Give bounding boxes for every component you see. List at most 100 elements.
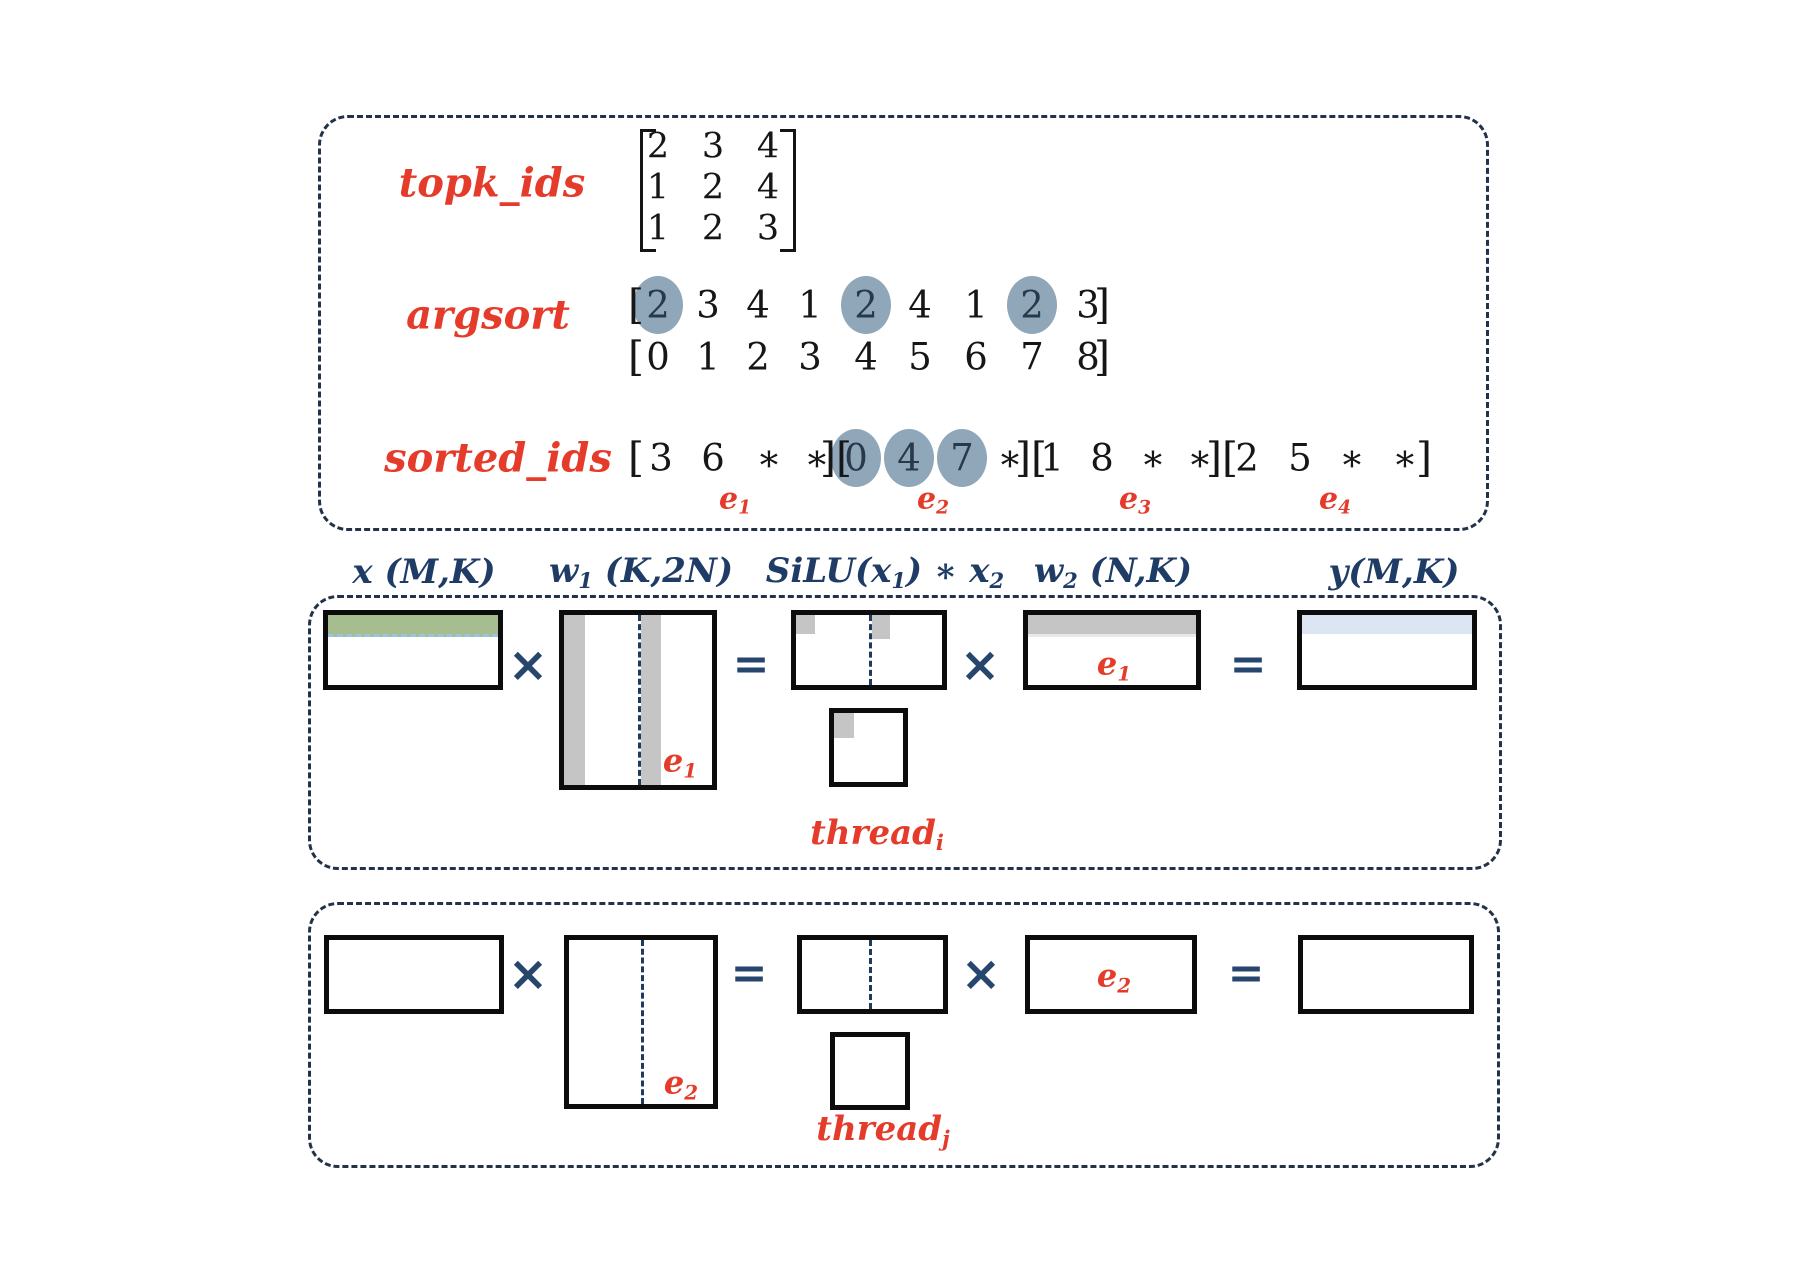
w1-weight-rect: e1 [559, 610, 717, 790]
argsort-value: 4 [746, 283, 770, 327]
group-bracket: ][ [1206, 433, 1238, 482]
highlight-circle [831, 429, 881, 487]
equals-operator-4: = [1227, 948, 1265, 999]
sorted-id-value: ∗ [1187, 436, 1213, 480]
argsort-index: 1 [696, 335, 720, 379]
open-bracket: [ [628, 433, 644, 482]
argsort-value: 4 [908, 283, 932, 327]
argsort-value: 2 [646, 283, 670, 327]
header-x: x (M,K) [352, 552, 496, 592]
equals-operator-3: = [730, 948, 768, 999]
sorted-id-value: 4 [897, 436, 921, 480]
argsort-label: argsort [406, 291, 570, 339]
header-silu: SiLU(x1) ∗ x2 [765, 551, 1005, 593]
sorted-id-value: ∗ [997, 436, 1023, 480]
times-operator-2: × [959, 637, 1001, 693]
thread-j-tile-square [830, 1032, 910, 1110]
sorted-id-value: 6 [701, 436, 725, 480]
sorted-id-value: ∗ [756, 436, 782, 480]
sorted-id-value: 3 [649, 436, 673, 480]
argsort-index: 7 [1020, 335, 1044, 379]
matrix-cell: 2 [701, 208, 725, 249]
argsort-index: 8 [1076, 335, 1100, 379]
sorted-id-value: ∗ [1140, 436, 1166, 480]
argsort-index: 3 [798, 335, 822, 379]
w2-expert-label: e1 [1096, 644, 1132, 686]
matrix-cell: 1 [646, 208, 670, 249]
thread-i-tile-notch [834, 713, 854, 738]
expert-label-e2: e2 [916, 481, 950, 519]
highlight-circle [633, 276, 683, 334]
open-bracket: [ [628, 280, 644, 329]
x-matrix-rect [323, 610, 503, 690]
matrix-cell: 4 [756, 126, 780, 167]
header-y: y(M,K) [1328, 552, 1460, 592]
matrix-cell: 3 [701, 126, 725, 167]
thread-i-label: threadi [810, 813, 944, 855]
matrix-cell: 3 [756, 208, 780, 249]
sorted-id-value: ∗ [1392, 436, 1418, 480]
close-bracket: ] [1094, 332, 1110, 381]
matrix-cell: 2 [646, 126, 670, 167]
thread-j-label: threadj [816, 1109, 950, 1151]
argsort-index: 5 [908, 335, 932, 379]
times-operator-3: × [507, 946, 549, 1002]
silu-computed-notch [796, 615, 815, 634]
w1-column-stripe-right [641, 615, 661, 785]
silu-computed-stripe [872, 615, 890, 639]
x-matrix-rect-2 [324, 935, 504, 1014]
highlight-circle [884, 429, 934, 487]
topk-ids-label: topk_ids [398, 159, 586, 207]
thread-j-panel-box [308, 902, 1500, 1168]
thread-i-panel-box [308, 595, 1502, 870]
sorted-id-value: 5 [1288, 436, 1312, 480]
y-output-rect-2 [1298, 935, 1474, 1014]
times-operator-4: × [960, 946, 1002, 1002]
matrix-left-bracket [640, 129, 656, 252]
y-row-block-highlight [1302, 615, 1472, 634]
sorted-ids-label: sorted_ids [384, 434, 612, 482]
argsort-index: 6 [964, 335, 988, 379]
expert-label-e3: e3 [1118, 481, 1152, 519]
w2-weight-rect-2: e2 [1025, 935, 1197, 1014]
matrix-cell: 1 [646, 167, 670, 208]
sorted-id-value: 0 [844, 436, 868, 480]
close-bracket: ] [1416, 433, 1432, 482]
open-bracket: [ [628, 332, 644, 381]
silu-center-divider-2 [869, 940, 872, 1009]
matrix-right-bracket [780, 129, 796, 252]
expert-label-e1: e1 [718, 481, 752, 519]
sort-panel-box [318, 115, 1489, 531]
highlight-circle [1007, 276, 1057, 334]
w1-weight-rect-2: e2 [564, 935, 718, 1109]
w2-weight-rect: e1 [1023, 610, 1201, 690]
argsort-index: 2 [746, 335, 770, 379]
w1-column-stripe-left [564, 615, 585, 785]
matrix-cell: 2 [701, 167, 725, 208]
expert-label-e4: e4 [1318, 481, 1352, 519]
w1-center-divider-2 [641, 940, 644, 1104]
argsort-value: 2 [854, 283, 878, 327]
x-row-block-highlight [328, 615, 498, 637]
close-bracket: ] [1094, 280, 1110, 329]
silu-result-rect [791, 610, 947, 690]
equals-operator-2: = [1229, 639, 1267, 690]
silu-result-rect-2 [797, 935, 948, 1014]
argsort-index: 0 [646, 335, 670, 379]
argsort-value: 2 [1020, 283, 1044, 327]
header-w2: w2 (N,K) [1033, 551, 1193, 593]
sorted-id-value: ∗ [804, 436, 830, 480]
thread-i-tile-square [829, 708, 908, 787]
equals-operator-1: = [732, 639, 770, 690]
group-bracket: ][ [820, 433, 852, 482]
sorted-id-value: 2 [1235, 436, 1259, 480]
argsort-value: 3 [696, 283, 720, 327]
sorted-id-value: ∗ [1339, 436, 1365, 480]
y-output-rect [1297, 610, 1477, 690]
silu-center-divider [869, 615, 872, 685]
